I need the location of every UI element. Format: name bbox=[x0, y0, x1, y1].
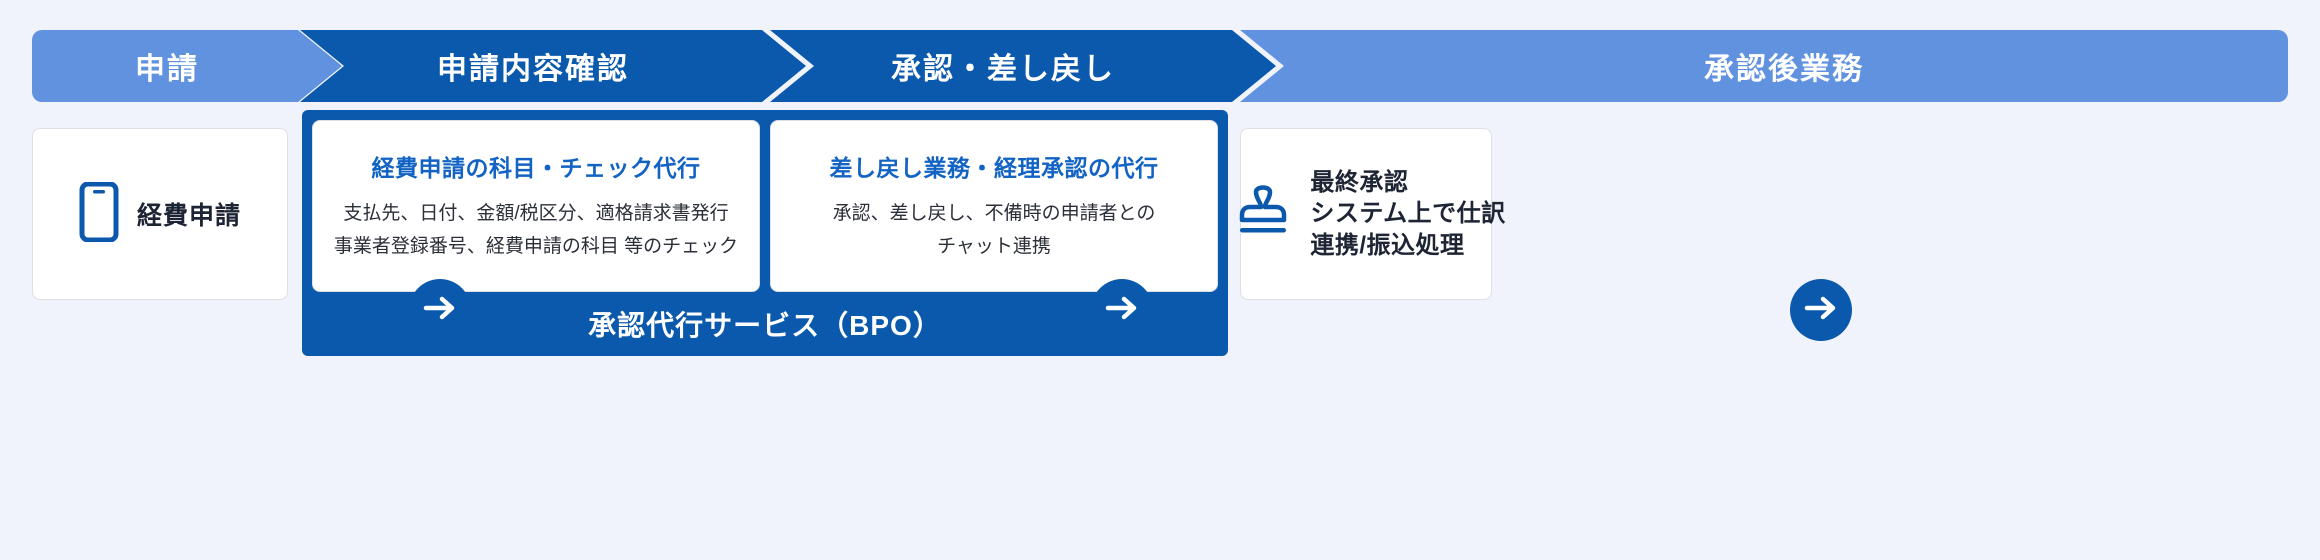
arrow-step-2-to-3 bbox=[1091, 279, 1153, 341]
stamp-icon bbox=[1232, 182, 1294, 247]
card-bpo-2-line-2: チャット連携 bbox=[937, 236, 1051, 257]
bpo-banner-label: 承認代行サービス（BPO） bbox=[588, 310, 942, 341]
left-card-label: 経費申請 bbox=[136, 202, 241, 230]
card-bpo-1: 経費申請の科目・チェック代行 支払先、日付、金額/税区分、適格請求書発行 事業者… bbox=[312, 120, 760, 292]
card-bpo-2-body: 承認、差し戻し、不備時の申請者との チャット連携 bbox=[833, 197, 1156, 264]
step-chevron-bar: 申請 申請内容確認 承認・差し戻し 承認後業務 bbox=[0, 0, 2320, 110]
card-final-approval: 最終承認 システム上で仕訳 連携/振込処理 bbox=[1240, 128, 1505, 300]
card-bpo-2-title: 差し戻し業務・経理承認の代行 bbox=[829, 154, 1159, 181]
right-card-lines: 最終承認 システム上で仕訳 連携/振込処理 bbox=[1310, 167, 1505, 261]
card-bpo-1-title: 経費申請の科目・チェック代行 bbox=[371, 154, 701, 181]
arrow-right-icon bbox=[423, 295, 457, 326]
smartphone-icon bbox=[79, 181, 119, 247]
step-label-2: 申請内容確認 bbox=[437, 53, 629, 86]
card-bpo-1-line-2: 事業者登録番号、経費申請の科目 等のチェック bbox=[333, 236, 739, 257]
right-card-line-2: システム上で仕訳 bbox=[1310, 200, 1506, 228]
arrow-right-icon bbox=[1804, 295, 1838, 326]
card-bpo-2: 差し戻し業務・経理承認の代行 承認、差し戻し、不備時の申請者との チャット連携 bbox=[770, 120, 1218, 292]
right-card-line-3: 連携/振込処理 bbox=[1310, 231, 1465, 259]
card-expense-application: 経費申請 bbox=[32, 128, 288, 300]
arrow-step-1-to-2 bbox=[409, 279, 471, 341]
card-bpo-2-line-1: 承認、差し戻し、不備時の申請者との bbox=[832, 202, 1156, 224]
step-chevron-2: 申請内容確認 bbox=[300, 30, 806, 102]
right-card-line-1: 最終承認 bbox=[1310, 169, 1409, 197]
step-chevron-4: 承認後業務 bbox=[1240, 30, 2288, 102]
left-card-content: 経費申請 bbox=[79, 181, 241, 247]
card-bpo-1-body: 支払先、日付、金額/税区分、適格請求書発行 事業者登録番号、経費申請の科目 等の… bbox=[334, 197, 738, 264]
card-bpo-1-line-1: 支払先、日付、金額/税区分、適格請求書発行 bbox=[343, 202, 729, 224]
step-label-1: 申請 bbox=[135, 53, 199, 86]
right-card-content: 最終承認 システム上で仕訳 連携/振込処理 bbox=[1226, 167, 1505, 261]
step-label-3: 承認・差し戻し bbox=[891, 53, 1115, 86]
step-label-4: 承認後業務 bbox=[1704, 53, 1864, 86]
bpo-cards-row: 経費申請の科目・チェック代行 支払先、日付、金額/税区分、適格請求書発行 事業者… bbox=[312, 120, 1218, 292]
step-chevron-1: 申請 bbox=[32, 30, 342, 102]
arrow-right-icon bbox=[1105, 295, 1139, 326]
arrow-step-3-to-4 bbox=[1790, 279, 1852, 341]
step-chevron-3: 承認・差し戻し bbox=[770, 30, 1276, 102]
